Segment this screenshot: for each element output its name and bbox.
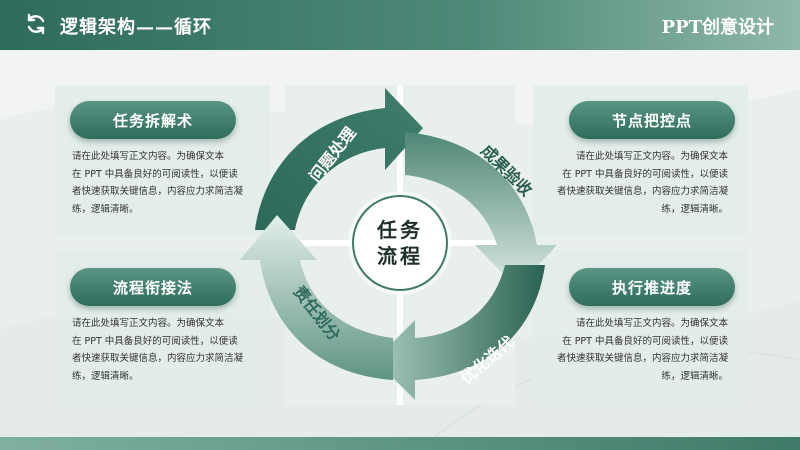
desc-line: 请在此处填写正文内容。为确保文本 <box>72 151 225 162</box>
desc-line: 请在此处填写正文内容。为确保文本 <box>72 318 225 329</box>
center-circle: 任务 流程 <box>352 195 448 291</box>
card-description-bottom-left: 请在此处填写正文内容。为确保文本 在 PPT 中具备良好的可阅读性，以便读 者快… <box>72 315 252 385</box>
header-bar: 逻辑架构——循环 PPT创意设计 <box>0 0 800 50</box>
title-pill-top-left: 任务拆解术 <box>70 101 236 139</box>
cycle-arrow-top <box>255 88 423 230</box>
refresh-cycle-icon <box>27 13 45 35</box>
desc-line: 请在此处填写正文内容。为确保文本 <box>575 318 728 329</box>
title-pill-top-right: 节点把控点 <box>569 101 735 139</box>
title-pill-bottom-left: 流程衔接法 <box>70 268 236 306</box>
desc-line: 练，逻辑清晰。 <box>72 203 139 215</box>
card-description-top-left: 请在此处填写正文内容。为确保文本 在 PPT 中具备良好的可阅读性，以便读 者快… <box>72 148 252 218</box>
desc-line: 者快速获取关键信息，内容应力求简洁凝 <box>556 186 728 197</box>
desc-line: 在 PPT 中具备良好的可阅读性，以便读 <box>562 168 728 180</box>
center-title-line1: 任务 <box>377 218 423 242</box>
desc-line: 练，逻辑清晰。 <box>72 370 139 382</box>
desc-line: 在 PPT 中具备良好的可阅读性，以便读 <box>562 335 728 347</box>
desc-line: 者快速获取关键信息，内容应力求简洁凝 <box>556 353 728 364</box>
desc-line: 者快速获取关键信息，内容应力求简洁凝 <box>72 353 244 364</box>
cycle-diagram: 问题处理 成果验收 优化迭代 责任划分 <box>240 88 557 400</box>
card-description-bottom-right: 请在此处填写正文内容。为确保文本 在 PPT 中具备良好的可阅读性，以便读 者快… <box>548 315 728 385</box>
desc-line: 者快速获取关键信息，内容应力求简洁凝 <box>72 186 244 197</box>
desc-line: 练，逻辑清晰。 <box>661 203 728 215</box>
center-title-line2: 流程 <box>377 244 423 268</box>
desc-line: 请在此处填写正文内容。为确保文本 <box>575 151 728 162</box>
footer-bar <box>0 437 800 450</box>
cycle-arrow-right <box>405 132 557 288</box>
page-title: 逻辑架构——循环 <box>60 17 212 38</box>
cycle-arrow-left <box>240 215 393 380</box>
card-description-top-right: 请在此处填写正文内容。为确保文本 在 PPT 中具备良好的可阅读性，以便读 者快… <box>548 148 728 218</box>
brand-label: PPT创意设计 <box>661 17 774 38</box>
desc-line: 在 PPT 中具备良好的可阅读性，以便读 <box>72 335 238 347</box>
desc-line: 练，逻辑清晰。 <box>661 370 728 382</box>
desc-line: 在 PPT 中具备良好的可阅读性，以便读 <box>72 168 238 180</box>
cycle-arrow-bottom <box>375 265 545 400</box>
title-pill-bottom-right: 执行推进度 <box>569 268 735 306</box>
